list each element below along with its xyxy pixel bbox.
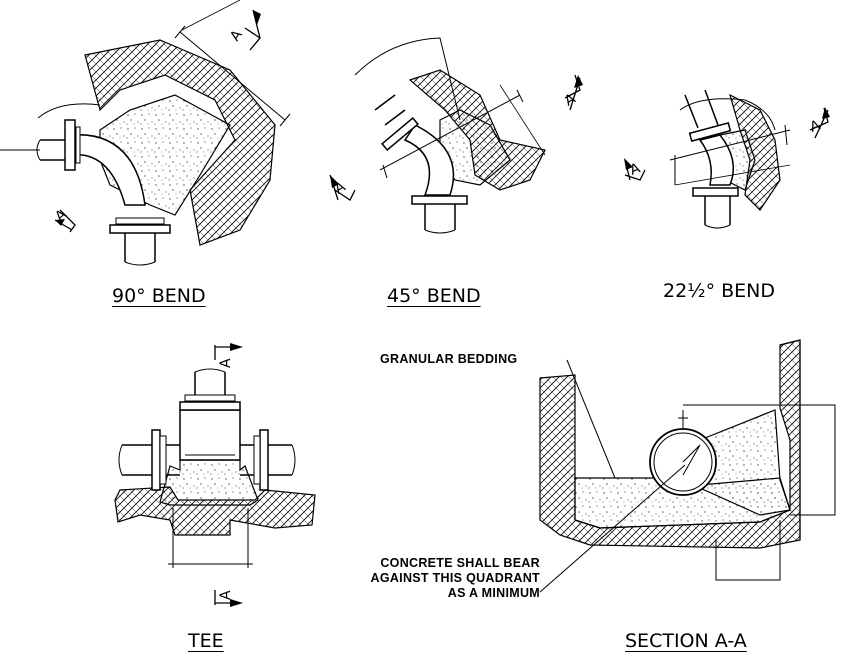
caption-tee: TEE (188, 630, 224, 652)
section-marker: A (218, 358, 234, 368)
bend-pipe (403, 124, 455, 196)
bend-90-figure (0, 0, 291, 266)
pipe-flange (64, 119, 76, 171)
dimension-line (168, 508, 253, 568)
section-marker: A (628, 160, 643, 178)
leader-line (539, 464, 686, 593)
pipe-flange (411, 195, 468, 205)
pipe-flange (109, 224, 171, 234)
granular-bedding-note: GRANULAR BEDDING (380, 352, 518, 366)
concrete-note-line-1: CONCRETE SHALL BEAR (380, 556, 540, 570)
dimension-line (669, 124, 791, 185)
leader-line (566, 359, 616, 479)
section-marker: A (218, 590, 234, 600)
section-marker: A (227, 27, 246, 44)
section-marker: A (52, 206, 70, 225)
pipe-flange (151, 429, 161, 491)
soil-hatch (84, 39, 276, 246)
section-marker: A (332, 179, 349, 198)
section-a-a-figure (539, 339, 836, 593)
pipe-flange (179, 401, 241, 411)
caption-22-bend: 22½° BEND (663, 280, 776, 302)
concrete-note-line-3: AS A MINIMUM (447, 586, 540, 600)
dimension-line (379, 89, 524, 179)
dimension-line (678, 410, 688, 428)
pipe-flange (692, 187, 739, 197)
bend-45-figure (329, 37, 583, 234)
pipe-flange (381, 117, 419, 151)
dimension-line (174, 25, 291, 127)
pipe-flange (688, 122, 732, 142)
bend-pipe (69, 133, 146, 206)
tee-body (179, 409, 241, 461)
concrete-block (159, 459, 259, 506)
concrete-note: CONCRETE SHALL BEAR AGAINST THIS QUADRAN… (360, 556, 540, 601)
caption-90-bend: 90° BEND (112, 285, 206, 307)
quadrant-indicator (682, 444, 701, 476)
tee-figure (114, 343, 316, 607)
pipe-flange (259, 429, 269, 491)
caption-section-a-a: SECTION A-A (625, 630, 747, 652)
soil-hatch-right (779, 339, 801, 540)
section-arrow (244, 9, 261, 51)
concrete-note-line-2: AGAINST THIS QUADRANT (370, 571, 540, 585)
section-marker: A (562, 91, 579, 110)
bend-22-figure (624, 89, 830, 229)
caption-45-bend: 45° BEND (387, 285, 481, 307)
